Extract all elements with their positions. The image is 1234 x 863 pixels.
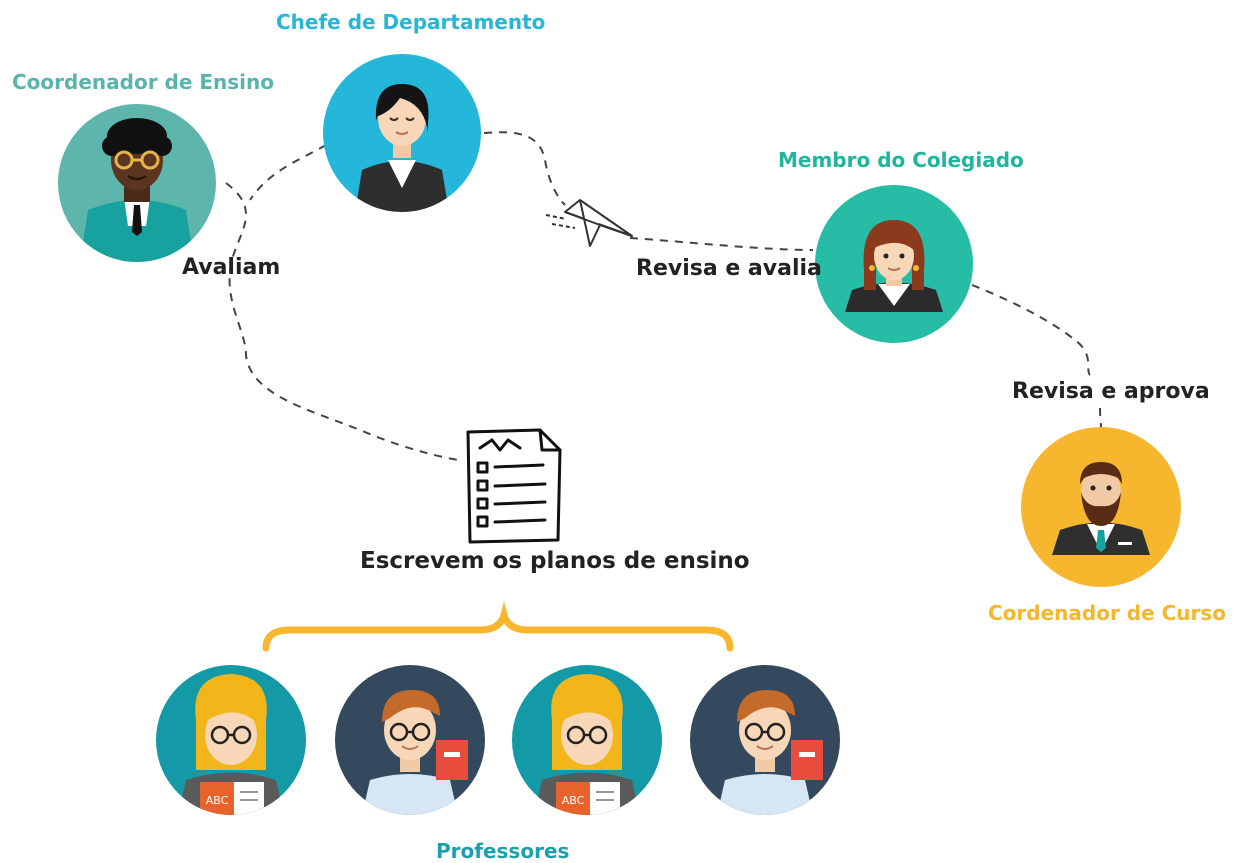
coordenador-ensino-title: Coordenador de Ensino [12,70,275,94]
path-chefe-to-plane [483,131,566,206]
path-plane-to-membro [629,237,814,251]
chefe-departamento-avatar [323,54,481,212]
path-membro-to-curso [971,284,1091,376]
dashed-flow-paths [225,131,1102,461]
professores-label: Professores [436,839,570,863]
book-text: ABC [206,794,229,807]
curly-brace [262,601,734,652]
paper-plane-icon [545,199,633,247]
professor-avatar-4 [690,665,840,815]
coordenador-curso-title: Cordenador de Curso [988,601,1227,625]
professor-avatar-3: ABC [512,665,662,815]
book-text: ABC [562,794,585,807]
professor-avatar-2 [335,665,485,815]
coordenador-ensino-avatar [58,104,216,262]
path-chefe-to-coordenador [249,144,327,201]
membro-colegiado-title: Membro do Colegiado [778,148,1024,172]
membro-colegiado-avatar [815,185,973,343]
path-coordenador-to-plans [225,182,459,461]
coordenador-curso-avatar [1021,427,1181,587]
step-escrevem-planos: Escrevem os planos de ensino [360,548,750,574]
step-revisa-avalia: Revisa e avalia [636,256,822,281]
chefe-departamento-title: Chefe de Departamento [276,10,546,34]
step-avaliam: Avaliam [182,255,281,280]
path-aprova-to-curso [1099,407,1102,429]
professor-avatar-1: ABC [156,665,306,815]
step-revisa-aprova: Revisa e aprova [1012,379,1210,404]
checklist-document-icon [466,428,562,544]
